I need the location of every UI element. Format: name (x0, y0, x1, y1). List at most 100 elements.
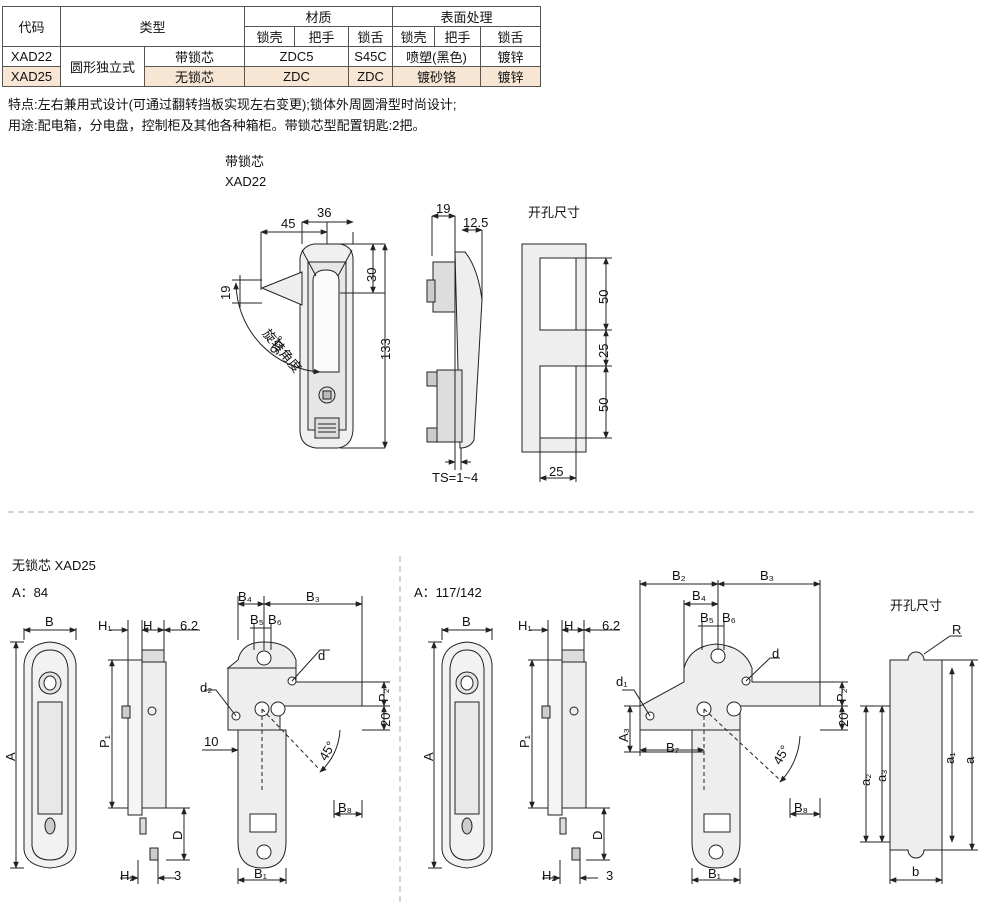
usage-note: 用途:配电箱，分电盘，控制柜及其他各种箱柜。带锁芯型配置钥匙:2把。 (8, 118, 426, 133)
br-B5: B₅ (700, 610, 714, 625)
bl-back-view (202, 596, 390, 884)
cell-mat: ZDC (244, 66, 349, 87)
br-B3: B₃ (760, 568, 774, 583)
bl-B4: B₄ (238, 589, 252, 604)
br-a: a (962, 756, 977, 764)
bl-a-value: A：84 (12, 585, 48, 600)
cell-surf-tongue: 镀锌 (480, 66, 541, 87)
top-title-1: 带锁芯 (225, 154, 264, 169)
br-d: d (772, 646, 779, 661)
br-a2: a₂ (858, 774, 873, 786)
br-45: 45° (770, 743, 793, 768)
header-code: 代码 (2, 6, 61, 47)
br-6-2: 6.2 (602, 618, 620, 633)
bl-title: 无锁芯 XAD25 (12, 558, 96, 573)
br-P1: P₁ (517, 734, 532, 748)
br-b: b (912, 864, 919, 879)
br-B4: B₄ (692, 588, 706, 603)
bl-B5: B₅ (250, 612, 264, 627)
dim-30: 30 (364, 268, 379, 282)
bl-B6: B₆ (268, 612, 282, 627)
cell-surf: 镀砂铬 (392, 66, 481, 87)
dim-36: 36 (317, 205, 331, 220)
bl-10: 10 (204, 734, 218, 749)
dim-19: 19 (218, 286, 233, 300)
br-side-view (528, 620, 620, 884)
bl-P1: P₁ (97, 734, 112, 748)
top-front-view (232, 219, 388, 449)
br-A: A (421, 752, 436, 761)
bl-P2: P₂ (376, 688, 391, 702)
br-a-value: A：117/142 (414, 585, 482, 600)
spec-table: 代码 类型 材质 表面处理 锁壳 把手 锁舌 锁壳 把手 锁舌 XAD22 圆形… (2, 6, 541, 87)
dim-12-5: 12.5 (463, 215, 488, 230)
cutout-w25: 25 (549, 464, 563, 479)
br-a3: a₃ (874, 769, 889, 782)
bl-d: d (318, 648, 325, 663)
cell-code: XAD25 (2, 66, 61, 87)
bl-H2: H₂ (120, 868, 134, 883)
bl-d2: d₂ (200, 680, 212, 695)
bl-B1: B₁ (254, 866, 268, 881)
br-B7: B₇ (666, 740, 680, 755)
br-P2: P₂ (834, 688, 849, 702)
sub-header: 锁壳 (392, 26, 435, 47)
cell-type: 圆形独立式 (60, 46, 145, 87)
top-side-view (426, 213, 483, 470)
notes: 特点:左右兼用式设计(可通过翻转挡板实现左右变更);锁体外周圆滑型时尚设计; 用… (8, 94, 457, 136)
feature-note: 特点:左右兼用式设计(可通过翻转挡板实现左右变更);锁体外周圆滑型时尚设计; (8, 97, 457, 112)
cell-subtype: 无锁芯 (144, 66, 245, 87)
br-H2: H₂ (542, 868, 556, 883)
bl-6-2: 6.2 (180, 618, 198, 633)
bl-3: 3 (174, 868, 181, 883)
cell-mat-tongue: ZDC (348, 66, 393, 87)
cell-subtype: 带锁芯 (144, 46, 245, 67)
bl-B3: B₃ (306, 589, 320, 604)
br-R: R (952, 622, 961, 637)
br-B: B (462, 614, 471, 629)
cutout-25: 25 (596, 344, 611, 358)
br-a1: a₁ (942, 752, 957, 764)
br-D: D (590, 831, 605, 840)
br-front-view (428, 627, 493, 869)
dim-45: 45 (281, 216, 295, 231)
top-cutout (521, 243, 612, 482)
sub-header: 锁舌 (480, 26, 541, 47)
br-B6: B₆ (722, 610, 736, 625)
bl-front-view (10, 627, 77, 869)
bl-A: A (3, 752, 18, 761)
header-type: 类型 (60, 6, 245, 47)
br-3: 3 (606, 868, 613, 883)
bl-side-view (108, 620, 200, 884)
bl-B8: B₈ (338, 800, 352, 815)
br-B2: B₂ (672, 568, 686, 583)
bl-45: 45° (316, 739, 339, 764)
dim-133: 133 (378, 338, 393, 360)
br-cutout (860, 635, 978, 884)
sub-header: 锁舌 (348, 26, 393, 47)
br-B1: B₁ (708, 866, 722, 881)
br-H: H (564, 618, 573, 633)
cell-code: XAD22 (2, 46, 61, 67)
dim-ts: TS=1~4 (432, 470, 478, 485)
bl-H: H (143, 618, 152, 633)
cell-surf-tongue: 镀锌 (480, 46, 541, 67)
cutout-50a: 50 (596, 290, 611, 304)
br-cutout-title: 开孔尺寸 (890, 598, 942, 613)
top-title-2: XAD22 (225, 174, 266, 189)
br-back-view (622, 580, 848, 884)
bl-H1: H₁ (98, 618, 112, 633)
bl-B: B (45, 614, 54, 629)
br-A3: A₃ (616, 728, 631, 742)
rotate-label: 旋转角度 (260, 326, 305, 375)
dim-19-side: 19 (436, 201, 450, 216)
table-row: XAD22 圆形独立式 带锁芯 ZDC5 S45C 喷塑(黑色) 镀锌 (2, 46, 541, 87)
cutout-title: 开孔尺寸 (528, 205, 580, 220)
br-B8: B₈ (794, 800, 808, 815)
bl-20: 20 (378, 713, 393, 727)
br-H1: H₁ (518, 618, 532, 633)
br-d1: d₁ (616, 674, 628, 689)
cutout-50b: 50 (596, 398, 611, 412)
br-20: 20 (836, 713, 851, 727)
